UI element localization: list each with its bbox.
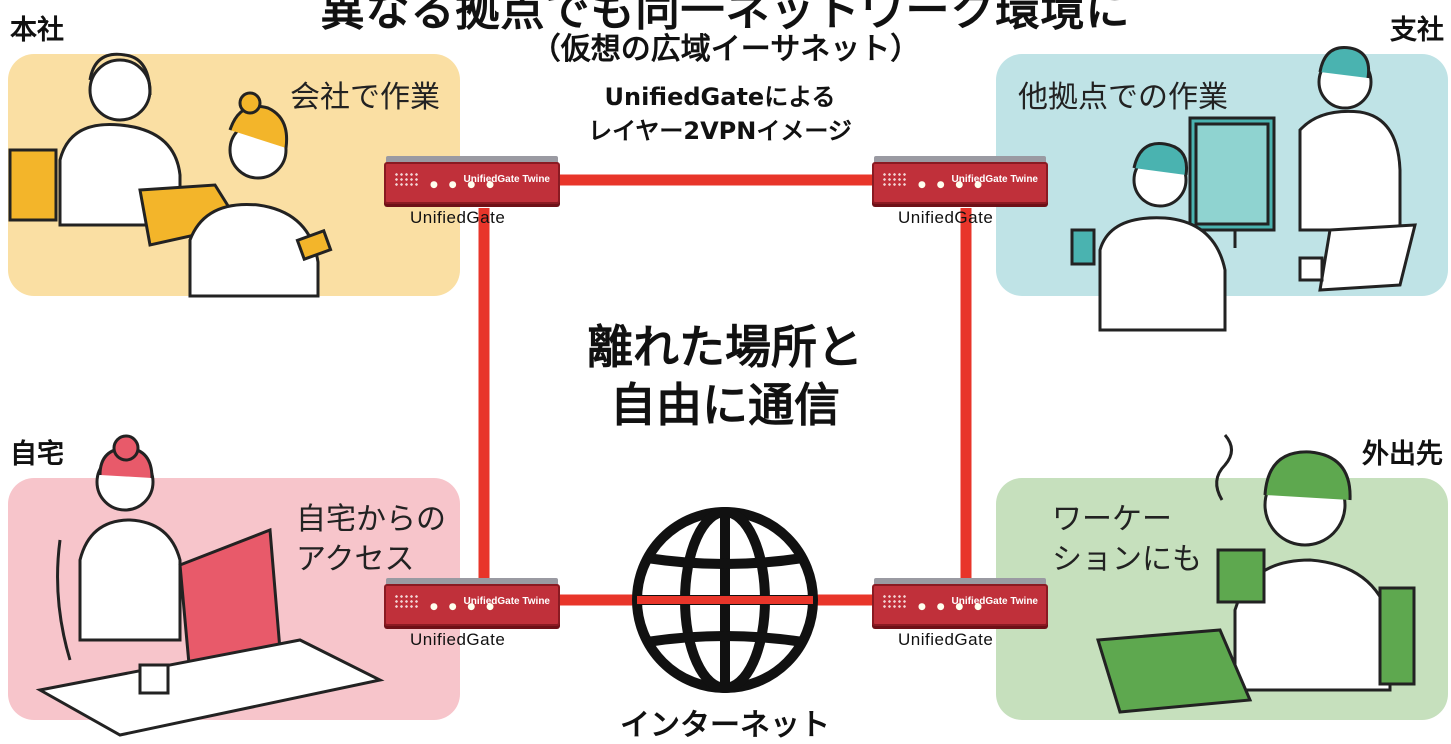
device-leds: ● ● ● ● [430, 180, 498, 190]
branch-people-illustration [1070, 46, 1417, 332]
device-model: UnifiedGate Twine [951, 596, 1039, 607]
hq-people-illustration [8, 52, 333, 298]
device-brand: UnifiedGate [410, 208, 506, 227]
gateway-device-outside: ● ● ● ● UnifiedGate Twine UnifiedGate [872, 578, 1048, 654]
device-leds: ● ● ● ● [918, 602, 986, 612]
gateway-device-home: ● ● ● ● UnifiedGate Twine UnifiedGate [384, 578, 560, 654]
outside-caption-line1: ワーケー [1052, 502, 1172, 537]
vpn-caption-line1: UnifiedGateによる [604, 83, 836, 111]
outside-person-illustration [1096, 434, 1416, 714]
gateway-device-hq: ● ● ● ● UnifiedGate Twine UnifiedGate [384, 156, 560, 232]
page-subtitle: （仮想の広域イーサネット） [530, 32, 921, 67]
device-body: ● ● ● ● UnifiedGate Twine [384, 584, 560, 626]
device-vent [882, 594, 908, 610]
device-model: UnifiedGate Twine [951, 174, 1039, 185]
internet-label: インターネット [620, 708, 830, 743]
hq-caption: 会社で作業 [290, 80, 440, 115]
device-vent [394, 594, 420, 610]
gateway-device-branch: ● ● ● ● UnifiedGate Twine UnifiedGate [872, 156, 1048, 232]
device-vent [882, 172, 908, 188]
home-caption-line2: アクセス [296, 542, 415, 577]
site-label-hq: 本社 [10, 15, 64, 46]
device-leds: ● ● ● ● [918, 180, 986, 190]
vpn-caption: UnifiedGateによる レイヤー2VPNイメージ [520, 80, 920, 148]
center-message-line2: 自由に通信 [610, 378, 840, 432]
site-label-outside: 外出先 [1362, 439, 1443, 470]
device-model: UnifiedGate Twine [463, 174, 551, 185]
device-body: ● ● ● ● UnifiedGate Twine [872, 584, 1048, 626]
device-leds: ● ● ● ● [430, 602, 498, 612]
center-message-line1: 離れた場所と [587, 320, 863, 374]
vpn-links [478, 174, 972, 606]
device-brand: UnifiedGate [410, 630, 506, 649]
device-vent [394, 172, 420, 188]
site-label-home: 自宅 [10, 439, 64, 470]
device-body: ● ● ● ● UnifiedGate Twine [384, 162, 560, 204]
device-body: ● ● ● ● UnifiedGate Twine [872, 162, 1048, 204]
device-brand: UnifiedGate [898, 208, 994, 227]
device-model: UnifiedGate Twine [463, 596, 551, 607]
page-title: 異なる拠点でも同一ネットワーク環境に [320, 0, 1131, 36]
home-person-illustration [35, 434, 385, 737]
vpn-caption-line2: レイヤー2VPNイメージ [588, 117, 852, 145]
home-caption-line1: 自宅からの [296, 502, 446, 537]
outside-caption-line2: ションにも [1052, 542, 1202, 577]
device-brand: UnifiedGate [898, 630, 994, 649]
center-message: 離れた場所と 自由に通信 [520, 318, 930, 434]
branch-caption: 他拠点での作業 [1018, 80, 1228, 115]
site-label-branch: 支社 [1390, 15, 1444, 46]
